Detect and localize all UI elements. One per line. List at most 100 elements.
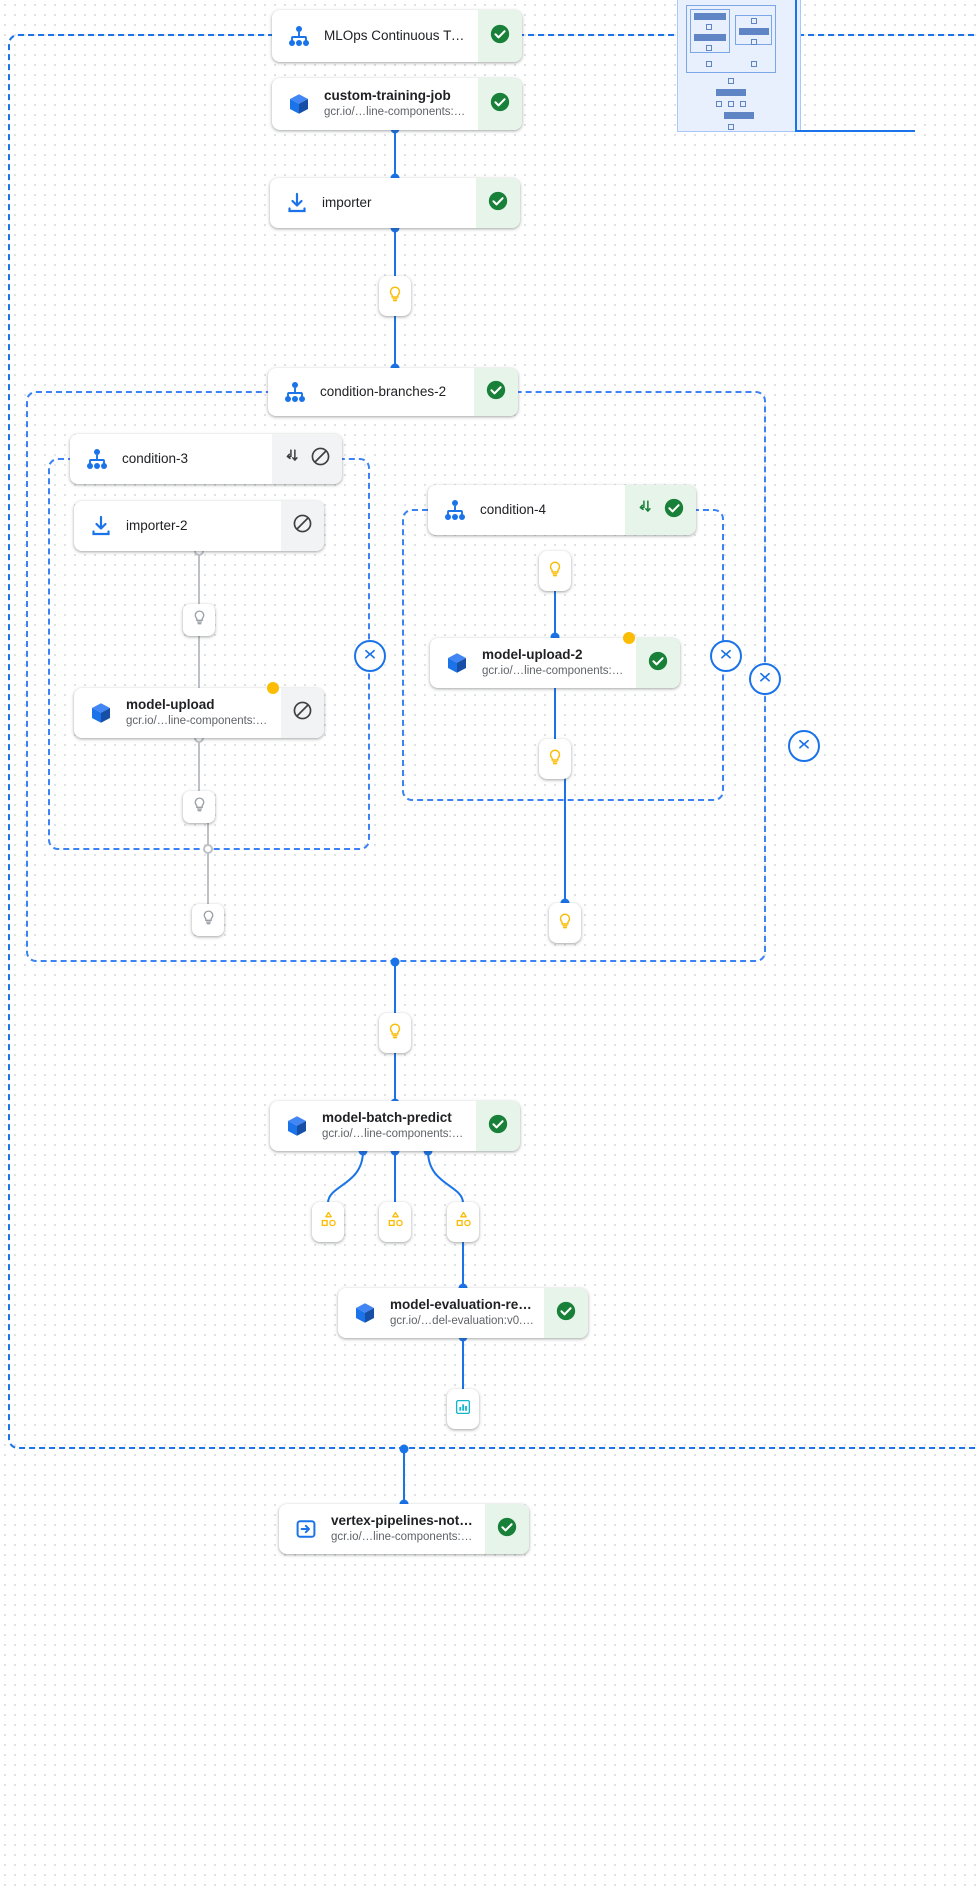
node-title: custom-training-job xyxy=(324,87,451,103)
status-badge-skipped[interactable] xyxy=(281,501,324,551)
node-text: condition-3 xyxy=(122,451,188,468)
artifact-node-artifact-model-upload-2-out[interactable] xyxy=(539,739,571,779)
status-badge-succeeded[interactable] xyxy=(476,1101,520,1151)
artifact-node-artifact-after-importer[interactable] xyxy=(379,276,411,316)
artifact-node-artifact-evaluation-metrics[interactable] xyxy=(447,1389,479,1429)
status-badge-succeeded[interactable] xyxy=(478,10,522,62)
node-condition-branches-2[interactable]: condition-branches-2 xyxy=(268,368,518,416)
lightbulb-icon xyxy=(546,748,564,771)
collapse-group-icon[interactable] xyxy=(283,447,302,471)
node-body: importer-2 xyxy=(74,501,281,551)
node-body: custom-training-job gcr.io/…line-compone… xyxy=(272,78,478,130)
check-circle-icon xyxy=(555,1300,577,1327)
lightbulb-icon xyxy=(546,560,564,583)
status-badge-succeeded[interactable] xyxy=(625,485,696,535)
node-subtitle: gcr.io/…line-components:2.6.0 xyxy=(482,665,626,678)
node-model-batch-predict[interactable]: model-batch-predict gcr.io/…line-compone… xyxy=(270,1101,520,1151)
node-model-upload-2[interactable]: model-upload-2 gcr.io/…line-components:2… xyxy=(430,638,680,688)
node-title: condition-branches-2 xyxy=(320,383,447,399)
node-importer[interactable]: importer xyxy=(270,178,520,228)
collapse-button-collapse-branches[interactable] xyxy=(749,663,781,695)
pipeline-tree-icon xyxy=(282,379,308,405)
node-title: vertex-pipelines-notificat… xyxy=(331,1512,475,1528)
node-title: importer xyxy=(322,194,372,210)
status-badge-skipped[interactable] xyxy=(272,434,342,484)
block-circle-icon xyxy=(292,513,313,539)
collapse-double-chevron-icon xyxy=(756,668,774,691)
lightbulb-icon xyxy=(556,912,574,935)
change-indicator-dot-model-upload-2 xyxy=(623,632,635,644)
node-text: importer-2 xyxy=(126,518,188,535)
dataset-icon xyxy=(386,1210,405,1234)
pipeline-tree-icon xyxy=(286,23,312,49)
node-body: vertex-pipelines-notificat… gcr.io/…line… xyxy=(279,1504,485,1554)
node-body: condition-branches-2 xyxy=(268,368,474,416)
status-badge-skipped[interactable] xyxy=(281,688,324,738)
node-title: importer-2 xyxy=(126,517,188,533)
node-custom-training-job[interactable]: custom-training-job gcr.io/…line-compone… xyxy=(272,78,522,130)
status-badge-succeeded[interactable] xyxy=(474,368,518,416)
status-badge-succeeded[interactable] xyxy=(476,178,520,228)
artifact-node-artifact-condition-4-branch-out[interactable] xyxy=(549,903,581,943)
node-condition-4[interactable]: condition-4 xyxy=(428,485,696,535)
lightbulb-icon xyxy=(386,1022,404,1045)
node-subtitle: gcr.io/…del-evaluation:v0.9.3 xyxy=(390,1315,534,1328)
node-subtitle: gcr.io/…line-components:2.6.0 xyxy=(324,106,468,119)
node-title: model-upload-2 xyxy=(482,646,583,662)
node-text: vertex-pipelines-notificat… gcr.io/…line… xyxy=(331,1513,475,1546)
node-title: MLOps Continuous Traini… xyxy=(324,27,468,43)
collapse-button-collapse-condition-3[interactable] xyxy=(354,640,386,672)
artifact-node-artifact-branches-out[interactable] xyxy=(379,1013,411,1053)
check-circle-icon xyxy=(487,190,509,217)
artifact-node-artifact-model-upload-out[interactable] xyxy=(183,791,215,823)
pipeline-tree-icon xyxy=(442,497,468,523)
node-body: MLOps Continuous Traini… xyxy=(272,10,478,62)
node-text: model-upload gcr.io/…line-components:2.6… xyxy=(126,697,271,730)
dataset-icon xyxy=(319,1210,338,1234)
check-circle-icon xyxy=(485,379,507,406)
status-badge-succeeded[interactable] xyxy=(636,638,680,688)
artifact-node-artifact-importer-2-out[interactable] xyxy=(183,604,215,636)
node-model-evaluation-regression[interactable]: model-evaluation-regres… gcr.io/…del-eva… xyxy=(338,1288,588,1338)
collapse-button-collapse-outer[interactable] xyxy=(788,730,820,762)
container-cube-icon xyxy=(286,91,312,117)
node-title: model-batch-predict xyxy=(322,1109,452,1125)
status-badge-succeeded[interactable] xyxy=(544,1288,588,1338)
artifact-node-artifact-batch-predict-out-3[interactable] xyxy=(447,1202,479,1242)
artifact-node-artifact-condition-3-out[interactable] xyxy=(192,904,224,936)
node-text: model-upload-2 gcr.io/…line-components:2… xyxy=(482,647,626,680)
node-condition-3[interactable]: condition-3 xyxy=(70,434,342,484)
pipeline-tree-icon xyxy=(84,446,110,472)
node-subtitle: gcr.io/…line-components:2.6.0 xyxy=(331,1531,475,1544)
check-circle-icon xyxy=(489,91,511,118)
lightbulb-icon xyxy=(386,285,404,308)
exit-arrow-icon xyxy=(293,1516,319,1542)
node-text: custom-training-job gcr.io/…line-compone… xyxy=(324,88,468,121)
lightbulb-icon xyxy=(200,909,217,931)
artifact-node-artifact-batch-predict-out-2[interactable] xyxy=(379,1202,411,1242)
node-text: model-batch-predict gcr.io/…line-compone… xyxy=(322,1110,466,1143)
node-model-upload[interactable]: model-upload gcr.io/…line-components:2.6… xyxy=(74,688,324,738)
collapse-button-collapse-condition-4[interactable] xyxy=(710,640,742,672)
node-text: model-evaluation-regres… gcr.io/…del-eva… xyxy=(390,1297,534,1330)
container-cube-icon xyxy=(284,1113,310,1139)
collapse-group-icon[interactable] xyxy=(636,498,655,522)
node-body: model-upload-2 gcr.io/…line-components:2… xyxy=(430,638,636,688)
node-title: model-evaluation-regres… xyxy=(390,1296,534,1312)
node-text: condition-4 xyxy=(480,502,546,519)
lightbulb-icon xyxy=(191,609,208,631)
collapse-double-chevron-icon xyxy=(717,645,735,668)
artifact-node-artifact-batch-predict-out-1[interactable] xyxy=(312,1202,344,1242)
collapse-double-chevron-icon xyxy=(361,645,379,668)
node-mlops-continuous-training[interactable]: MLOps Continuous Traini… xyxy=(272,10,522,62)
status-badge-succeeded[interactable] xyxy=(485,1504,529,1554)
change-indicator-dot-model-upload xyxy=(267,682,279,694)
minimap-viewport-frame[interactable] xyxy=(795,0,915,132)
node-vertex-pipelines-notification[interactable]: vertex-pipelines-notificat… gcr.io/…line… xyxy=(279,1504,529,1554)
graph-minimap[interactable] xyxy=(677,0,801,132)
node-importer-2[interactable]: importer-2 xyxy=(74,501,324,551)
check-circle-icon xyxy=(496,1516,518,1543)
artifact-node-artifact-condition-4-in[interactable] xyxy=(539,551,571,591)
status-badge-succeeded[interactable] xyxy=(478,78,522,130)
